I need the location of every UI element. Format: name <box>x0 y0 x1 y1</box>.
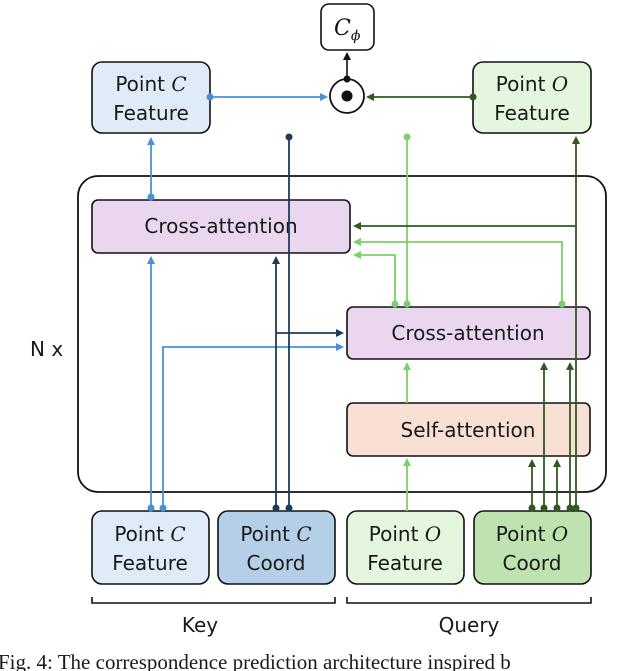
o-coord-edges <box>353 136 580 512</box>
svg-text:Cross-attention: Cross-attention <box>144 214 297 238</box>
svg-text:Point C: Point C <box>115 72 186 96</box>
self-attention: Self-attention <box>346 402 591 457</box>
svg-text:Point O: Point O <box>369 522 441 546</box>
dot-inputs <box>206 93 477 101</box>
svg-text:Coord: Coord <box>502 551 561 575</box>
key-label: Key <box>182 613 218 637</box>
cross-attention-key: Cross-attention <box>91 199 351 254</box>
c-coord-edges <box>272 133 344 512</box>
svg-text:Self-attention: Self-attention <box>401 418 536 442</box>
cross-attention-query: Cross-attention <box>346 306 591 360</box>
figure-caption: Fig. 4: The correspondence prediction ar… <box>0 650 511 671</box>
key-bracket <box>91 597 336 604</box>
top-point-c-feature: Point C Feature <box>91 61 211 134</box>
query-bracket <box>346 597 592 604</box>
svg-text:Point C: Point C <box>240 522 311 546</box>
input-point-c-feature: Point C Feature <box>91 510 210 585</box>
input-point-o-feature: Point O Feature <box>346 510 465 585</box>
output-label: C <box>334 16 351 41</box>
output-node: Cϕ <box>320 3 375 51</box>
svg-text:Feature: Feature <box>494 101 570 125</box>
c-feature-edges <box>147 137 344 512</box>
svg-text:Cross-attention: Cross-attention <box>391 321 544 345</box>
repeat-label: N x <box>30 337 63 361</box>
input-point-c-coord: Point C Coord <box>217 510 336 585</box>
dot-product-node <box>329 52 365 114</box>
input-point-o-coord: Point O Coord <box>473 510 592 585</box>
svg-text:Feature: Feature <box>112 551 188 575</box>
svg-text:Cϕ: Cϕ <box>334 16 361 44</box>
query-label: Query <box>439 613 500 637</box>
svg-text:Feature: Feature <box>113 101 189 125</box>
svg-text:Point C: Point C <box>114 522 185 546</box>
output-subscript: ϕ <box>351 28 361 44</box>
svg-text:Feature: Feature <box>367 551 443 575</box>
svg-text:Point O: Point O <box>496 522 568 546</box>
svg-text:Coord: Coord <box>246 551 305 575</box>
top-point-o-feature: Point O Feature <box>472 61 592 134</box>
svg-text:Point O: Point O <box>496 72 568 96</box>
repeat-container <box>77 175 607 493</box>
o-feature-edges <box>353 133 566 511</box>
